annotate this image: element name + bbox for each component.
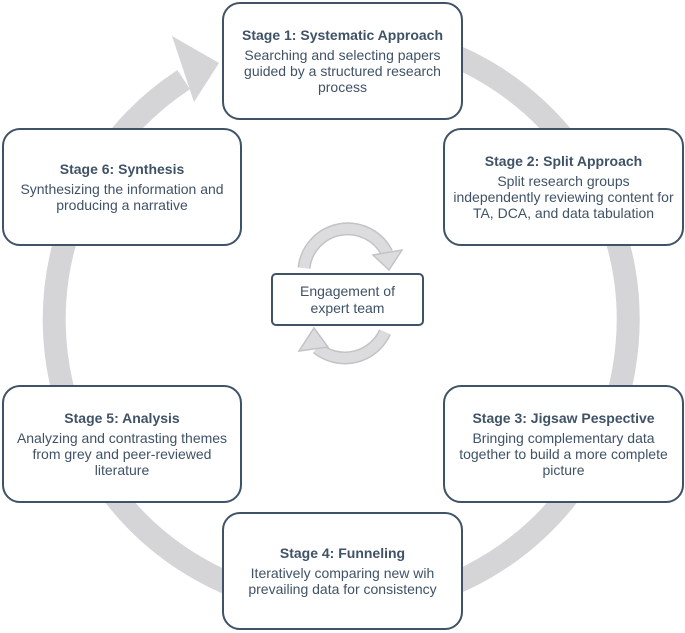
stage-3-description: Bringing complementary data together to … bbox=[459, 430, 668, 478]
stage-6-description: Synthesizing the information and produci… bbox=[20, 181, 224, 213]
center-engagement-box: Engagement of expert team bbox=[271, 273, 424, 326]
center-label: Engagement of expert team bbox=[300, 282, 395, 316]
stage-5-title: Stage 5: Analysis bbox=[64, 410, 180, 426]
stage-3-title: Stage 3: Jigsaw Pespective bbox=[472, 410, 655, 426]
stage-4-description: Iteratively comparing new wih prevailing… bbox=[248, 565, 437, 597]
cycle-arrowhead bbox=[172, 36, 219, 102]
stage-4-title: Stage 4: Funneling bbox=[279, 545, 406, 561]
cycle-ring-path bbox=[42, 21, 640, 618]
stage-2-title: Stage 2: Split Approach bbox=[484, 153, 643, 169]
stage-3-box: Stage 3: Jigsaw Pespective Bringing comp… bbox=[443, 385, 684, 503]
stage-1-description: Searching and selecting papers guided by… bbox=[244, 47, 441, 95]
stage-6-box: Stage 6: Synthesis Synthesizing the info… bbox=[2, 128, 242, 246]
stage-5-description: Analyzing and contrasting themes from gr… bbox=[16, 430, 228, 478]
stage-2-description: Split research groups independently revi… bbox=[453, 173, 674, 221]
stage-4-box: Stage 4: Funneling Iteratively comparing… bbox=[222, 512, 463, 630]
stage-1-title: Stage 1: Systematic Approach bbox=[242, 27, 443, 43]
stage-6-title: Stage 6: Synthesis bbox=[59, 161, 185, 177]
center-cycle-arrows-icon bbox=[297, 222, 404, 365]
stage-2-box: Stage 2: Split Approach Split research g… bbox=[443, 128, 684, 246]
stage-5-box: Stage 5: Analysis Analyzing and contrast… bbox=[2, 385, 242, 503]
stage-1-box: Stage 1: Systematic Approach Searching a… bbox=[222, 2, 463, 120]
